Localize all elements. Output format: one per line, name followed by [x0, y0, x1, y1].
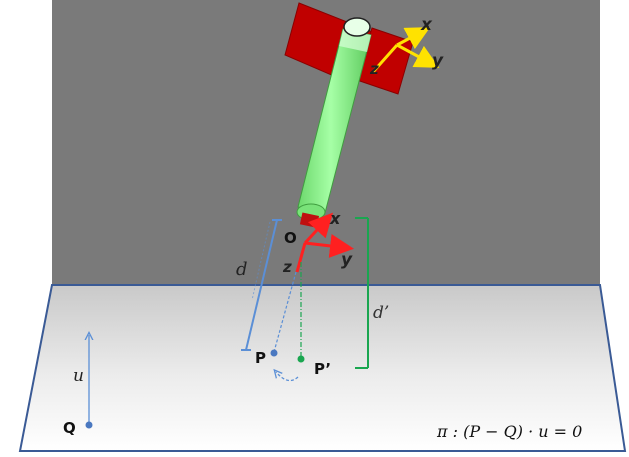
normal-u-label: u — [73, 366, 84, 386]
point-P-marker — [270, 349, 278, 357]
origin-frame-x-label: x — [329, 209, 341, 228]
floor-plane — [18, 284, 627, 452]
distance-d-prime-bracket: d’ — [355, 217, 389, 369]
point-Q-label: Q — [63, 419, 76, 437]
origin-label: O — [284, 229, 297, 247]
point-P-prime-marker — [297, 355, 305, 363]
normal-vector-u: u Q — [63, 335, 93, 437]
origin-frame-y-label: y — [341, 250, 353, 270]
origin-frame: x y z O — [282, 209, 354, 276]
plane-equation: π : (P − Q) · u = 0 — [436, 422, 582, 441]
tool-frame-x-label: x — [420, 15, 433, 35]
tool-frame-z-label: z — [369, 60, 379, 78]
tool-frame-y-label: y — [432, 51, 444, 71]
tool-frame: x y z — [369, 15, 444, 78]
point-P-prime-label: P’ — [314, 360, 331, 378]
origin-frame-z-label: z — [282, 258, 292, 276]
point-Q-marker — [85, 421, 93, 429]
distance-d-label: d — [236, 259, 248, 280]
tool-top-cap — [343, 17, 371, 37]
distance-d-prime-label: d’ — [373, 303, 389, 323]
distance-d-bracket: d — [236, 219, 282, 351]
point-P-label: P — [255, 349, 266, 367]
rotation-arrow — [276, 372, 299, 382]
projection-line-P — [273, 271, 297, 353]
